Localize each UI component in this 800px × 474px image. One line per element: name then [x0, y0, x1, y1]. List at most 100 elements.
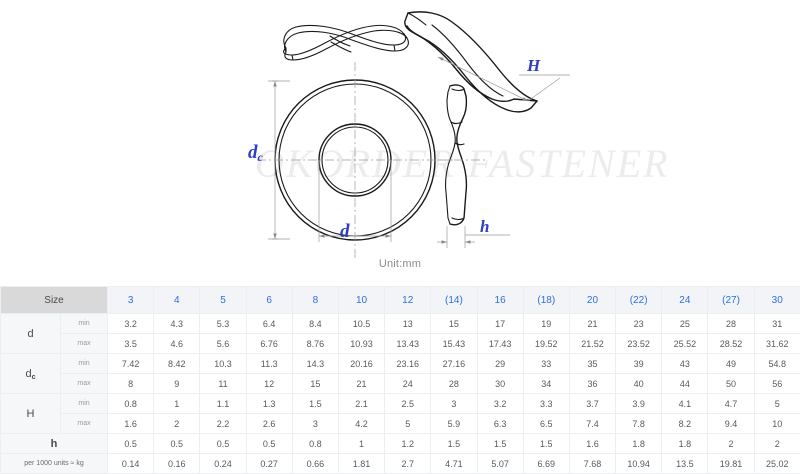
cell: 1.5 — [476, 433, 524, 454]
cell: 50 — [707, 373, 755, 394]
header-size-20: 20 — [568, 286, 617, 314]
cell: 54.8 — [753, 353, 800, 374]
header-size-12: 12 — [384, 286, 432, 314]
cell: 0.8 — [107, 393, 155, 414]
cell: 15.43 — [430, 333, 478, 354]
cell: 29 — [476, 353, 524, 374]
cell: 3.5 — [107, 333, 155, 354]
header-size-3: 3 — [107, 286, 155, 314]
cell: 1 — [337, 433, 386, 454]
cell: 1.5 — [291, 393, 339, 414]
cell: 25 — [661, 313, 709, 334]
cell: 21 — [568, 313, 617, 334]
cell: 6.4 — [245, 313, 293, 334]
H-dimension — [437, 56, 570, 102]
cell: 5.6 — [199, 333, 247, 354]
cell: 8.76 — [291, 333, 339, 354]
cell: 5.3 — [199, 313, 247, 334]
cell: 4.6 — [153, 333, 201, 354]
cell: 6.5 — [522, 413, 570, 434]
d-dimension — [318, 160, 392, 242]
cell: 7.8 — [615, 413, 663, 434]
cell: 2 — [153, 413, 201, 434]
cell: 1.5 — [522, 433, 570, 454]
dimension-label-H: H — [527, 56, 541, 75]
cell: 8.4 — [291, 313, 339, 334]
cell: 5.07 — [476, 453, 524, 474]
cell: 3.7 — [568, 393, 617, 414]
cell: 0.5 — [245, 433, 293, 454]
dimension-label-d: d — [340, 221, 350, 242]
cell: 10.5 — [337, 313, 386, 334]
cell: 28 — [707, 313, 755, 334]
cell: 33 — [522, 353, 570, 374]
cell: 0.66 — [291, 453, 339, 474]
cell: 9.4 — [707, 413, 755, 434]
cell: 7.68 — [568, 453, 617, 474]
cell: 0.8 — [291, 433, 339, 454]
cell: 56 — [753, 373, 800, 394]
cell: 2.6 — [245, 413, 293, 434]
row-label-H: H — [0, 393, 61, 434]
header-size-24: 24 — [661, 286, 709, 314]
cell: 0.14 — [107, 453, 155, 474]
cell: 2 — [753, 433, 800, 454]
cell: 17.43 — [476, 333, 524, 354]
cell: 31.62 — [753, 333, 800, 354]
cell: 13.5 — [661, 453, 709, 474]
cell: 8.2 — [661, 413, 709, 434]
cell: 3.2 — [476, 393, 524, 414]
cell: 12 — [245, 373, 293, 394]
row-label-dc: dc — [0, 353, 61, 394]
cell: 2.7 — [384, 453, 432, 474]
cell: 5.9 — [430, 413, 478, 434]
row-label-h: h — [0, 433, 109, 454]
dc-dimension — [268, 80, 290, 240]
cell: 25.02 — [753, 453, 800, 474]
cell: 1.5 — [430, 433, 478, 454]
cell: 13 — [384, 313, 432, 334]
row-label-text: d — [27, 327, 34, 340]
row-label-text: d — [25, 367, 32, 380]
cell: 3 — [291, 413, 339, 434]
cell: 2 — [707, 433, 755, 454]
wave-washer-edge-view — [283, 24, 409, 61]
cell: 40 — [615, 373, 663, 394]
cell: 15 — [291, 373, 339, 394]
washer-plan-view — [257, 62, 453, 258]
cell: 1.8 — [615, 433, 663, 454]
sublabel-min: min — [59, 313, 109, 334]
cell: 11 — [199, 373, 247, 394]
cell: 10.93 — [337, 333, 386, 354]
cell: 23 — [615, 313, 663, 334]
cell: 6.69 — [522, 453, 570, 474]
dimension-label-h: h — [480, 217, 490, 236]
header-size-27: (27) — [707, 286, 755, 314]
cell: 1.6 — [568, 433, 617, 454]
sublabel-min: min — [59, 393, 109, 414]
cell: 9 — [153, 373, 201, 394]
sublabel-min: min — [59, 353, 109, 374]
cell: 8 — [107, 373, 155, 394]
cell: 27.16 — [430, 353, 478, 374]
header-size-10: 10 — [337, 286, 386, 314]
cell: 31 — [753, 313, 800, 334]
cell: 7.42 — [107, 353, 155, 374]
cell: 3.3 — [522, 393, 570, 414]
cell: 2.1 — [337, 393, 386, 414]
cell: 1.1 — [199, 393, 247, 414]
cell: 20.16 — [337, 353, 386, 374]
sublabel-max: max — [59, 413, 109, 434]
cell: 6.3 — [476, 413, 524, 434]
cell: 14.3 — [291, 353, 339, 374]
cell: 0.16 — [153, 453, 201, 474]
cell: 23.52 — [615, 333, 663, 354]
